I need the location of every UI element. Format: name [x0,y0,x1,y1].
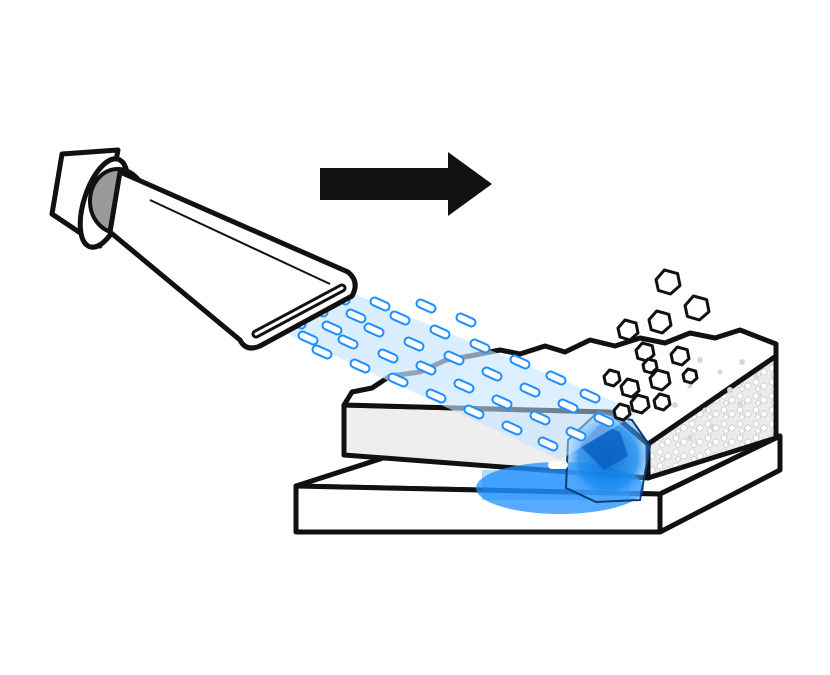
pellet-icon [387,372,409,388]
pellet-icon [481,366,503,382]
direction-arrow-icon [320,152,492,216]
pellet-icon [469,338,491,354]
pellet-icon [529,410,551,426]
pellet-icon [311,344,333,360]
pellet-icon [593,412,615,428]
ice-chunk-icon [634,341,656,363]
pellet-icon [337,334,359,350]
pellet-icon [415,298,437,314]
ice-chunk-icon [612,402,632,422]
pellet-icon [377,348,399,364]
pellet-icon [463,404,485,420]
pellet-icon [389,310,411,326]
ice-chunk-icon [602,368,622,388]
ice-chunk-icon [683,294,711,322]
ice-chunk-icon [669,345,691,367]
pellet-icon [403,336,425,352]
pellet-icon [415,360,437,376]
pellet-icon [565,426,587,442]
ice-chunk-icon [647,309,673,335]
pellet-icon [345,308,367,324]
pellet-icon [519,382,541,398]
debris-cloud [602,268,711,422]
ice-chunk-icon [654,268,682,296]
pellet-icon [579,388,601,404]
pellet-icon [297,330,319,346]
pellet-icon [321,320,343,336]
pellet-icon [501,420,523,436]
ice-chunk-icon [619,377,641,399]
pellet-icon [349,358,371,374]
pellet-icon [545,370,567,386]
pellet-icon [557,398,579,414]
ice-chunk-icon [681,367,699,385]
ice-chunk-icon [641,357,659,375]
pellet-icon [537,436,559,452]
pellet-icon [453,378,475,394]
pellet-icon [455,312,477,328]
pellet-icon [443,350,465,366]
ice-chunk-icon [629,393,651,415]
pellet-icon [425,388,447,404]
pellet-icon [369,296,391,312]
pellet-icon [429,324,451,340]
pellet-icon [491,394,513,410]
ice-chunk-icon [616,318,640,342]
ice-chunk-icon [652,392,672,412]
pellet-icon [363,322,385,338]
pellet-icon [509,354,531,370]
nozzle-icon [49,147,358,351]
